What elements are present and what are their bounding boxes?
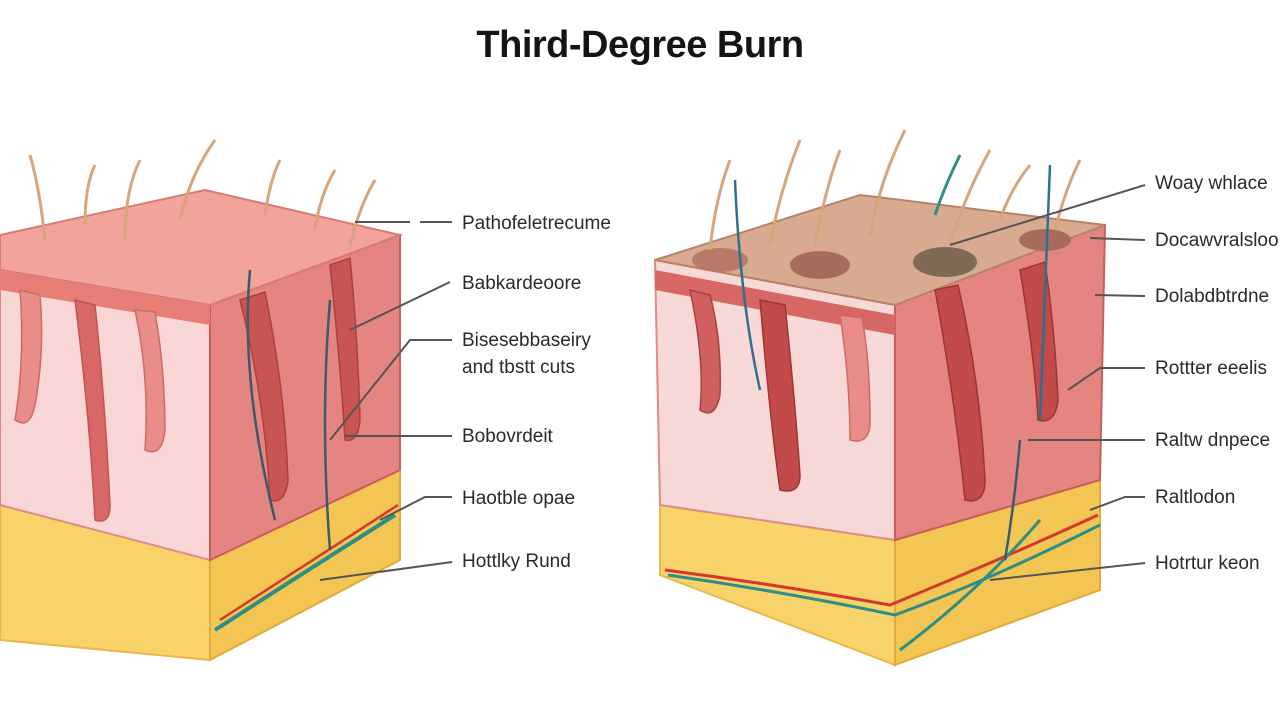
label-right-1: Woay whlace bbox=[1155, 173, 1268, 194]
label-right-7: Hotrtur keon bbox=[1155, 553, 1260, 574]
label-left-3a: Bisesebbaseiry bbox=[462, 330, 591, 351]
label-right-5: Raltw dnpece bbox=[1155, 430, 1271, 451]
label-left-3b: and tbstt cuts bbox=[462, 357, 576, 378]
label-left-5: Haotble opae bbox=[462, 488, 576, 509]
label-right-6: Raltlodon bbox=[1155, 487, 1236, 508]
label-right-2: Docawvralsloo bbox=[1155, 230, 1279, 251]
label-left-4: Bobovrdeit bbox=[462, 426, 553, 447]
left-skin-block bbox=[0, 139, 404, 662]
right-skin-block bbox=[653, 129, 1107, 667]
label-right-4: Rottter eeelis bbox=[1155, 358, 1267, 379]
label-left-1: Pathofeletrecume bbox=[462, 213, 611, 234]
label-left-2: Babkardeoore bbox=[462, 273, 582, 294]
label-right-3: Dolabdbtrdne bbox=[1155, 286, 1270, 307]
diagram-title: Third-Degree Burn bbox=[476, 24, 804, 66]
leader-lines bbox=[319, 184, 1146, 581]
label-left-6: Hottlky Rund bbox=[462, 551, 571, 572]
